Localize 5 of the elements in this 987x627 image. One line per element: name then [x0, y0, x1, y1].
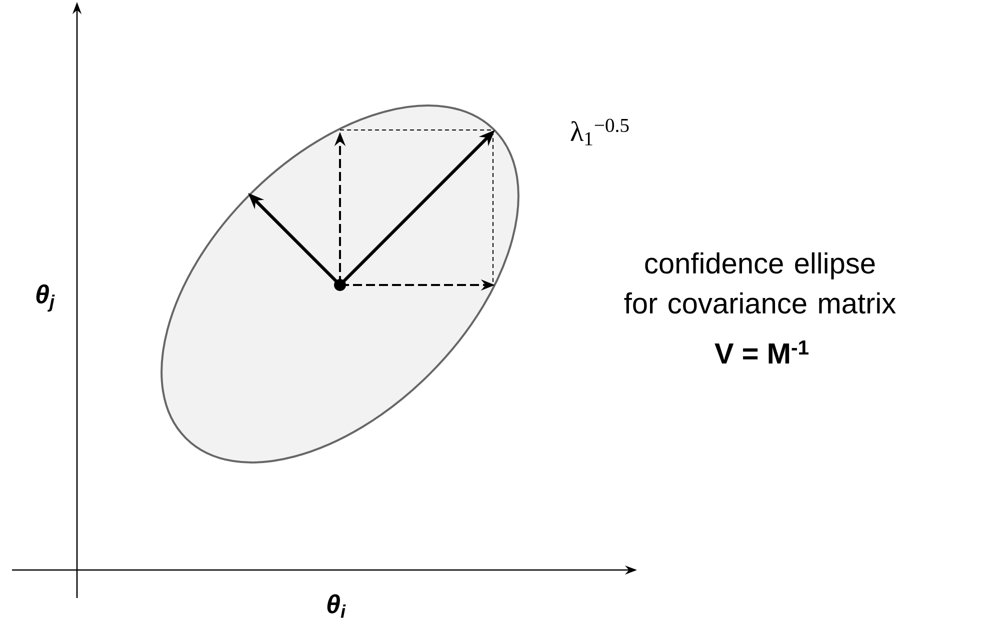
- matrix-formula: V = M$^{-1}$: [714, 340, 808, 364]
- axis-label: θ$_{i}$: [327, 594, 346, 618]
- axis-label: θ$_{j}$: [36, 284, 55, 312]
- eigenvalue-label: λ$_{1}$−0.5: [570, 118, 629, 146]
- ellipse-caption: confidence ellipse for covariance matrix: [624, 252, 896, 314]
